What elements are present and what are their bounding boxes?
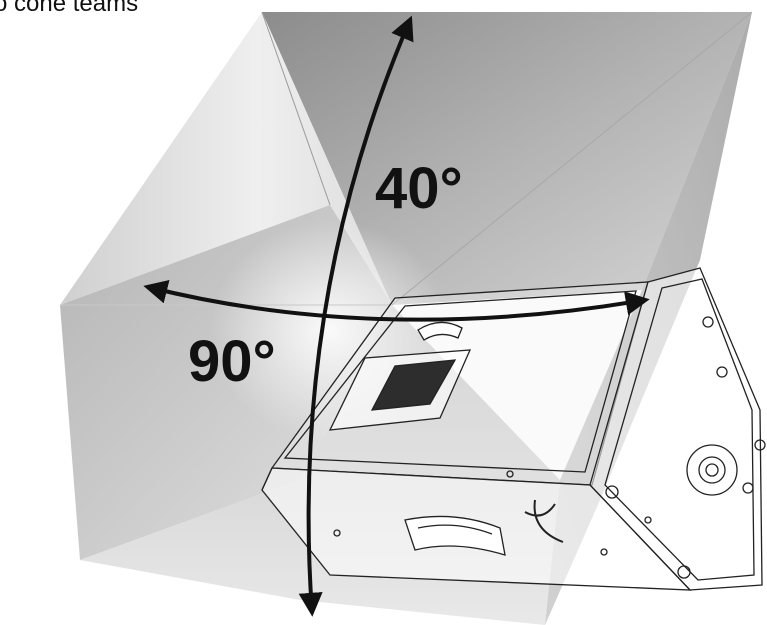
vertical-dispersion-arrow-icon: [298, 15, 414, 617]
cone-left-upper-plane: [60, 12, 392, 305]
vertical-angle-label: 40°: [375, 156, 463, 221]
horizontal-angle-label: 90°: [188, 329, 276, 394]
top-caption: o cone teams: [0, 0, 139, 17]
